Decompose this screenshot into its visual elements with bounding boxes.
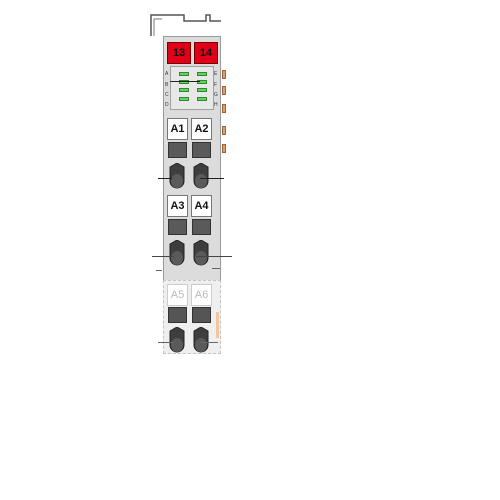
- led-indicator: [179, 80, 189, 84]
- spring-release-icon[interactable]: [190, 327, 212, 355]
- side-contact-tab: [216, 312, 219, 338]
- leader-line: [158, 178, 172, 179]
- wire-entry-slot[interactable]: [192, 219, 211, 235]
- terminal-label-a4: A4: [191, 195, 212, 217]
- led-letter-h: H: [214, 102, 218, 108]
- terminal-label-a5: A5: [167, 284, 188, 306]
- side-contact-tab: [222, 70, 226, 79]
- terminal-label-a2: A2: [191, 118, 212, 140]
- led-letter-c: C: [165, 92, 169, 98]
- led-indicator: [197, 97, 207, 101]
- tick-mark: [212, 268, 220, 269]
- led-indicator: [197, 72, 207, 76]
- led-indicator: [197, 88, 207, 92]
- terminal-label-a1: A1: [167, 118, 188, 140]
- led-indicator: [179, 88, 189, 92]
- led-letter-g: G: [214, 92, 218, 98]
- terminal-label-a6: A6: [191, 284, 212, 306]
- led-letter-e: E: [214, 71, 218, 77]
- leader-line: [152, 256, 174, 257]
- side-contact-tab: [222, 86, 226, 95]
- channel-cap-14: 14: [194, 42, 218, 64]
- spring-release-icon[interactable]: [190, 240, 212, 268]
- spring-release-icon[interactable]: [166, 163, 188, 191]
- wire-entry-slot[interactable]: [168, 142, 187, 158]
- wire-entry-slot[interactable]: [168, 307, 187, 323]
- led-indicator: [197, 80, 207, 84]
- spring-release-icon[interactable]: [190, 163, 212, 191]
- leader-line: [200, 342, 218, 343]
- side-contact-tab: [222, 104, 226, 113]
- led-letter-d: D: [165, 102, 169, 108]
- terminal-label-a3: A3: [167, 195, 188, 217]
- leader-line: [196, 256, 232, 257]
- spring-release-icon[interactable]: [166, 327, 188, 355]
- rail-clip: [150, 14, 221, 36]
- led-indicator: [179, 72, 189, 76]
- side-contact-tab: [222, 144, 226, 153]
- wire-entry-slot[interactable]: [192, 142, 211, 158]
- led-letter-f: F: [214, 82, 218, 88]
- tick-mark: [156, 270, 162, 271]
- leader-line: [170, 81, 200, 82]
- led-letter-b: B: [165, 82, 169, 88]
- led-letter-a: A: [165, 71, 169, 77]
- leader-line: [200, 178, 224, 179]
- wire-entry-slot[interactable]: [168, 219, 187, 235]
- wire-entry-slot[interactable]: [192, 307, 211, 323]
- led-indicator: [179, 97, 189, 101]
- led-status-panel: [170, 66, 214, 110]
- side-contact-tab: [222, 126, 226, 135]
- spring-release-icon[interactable]: [166, 240, 188, 268]
- channel-cap-13: 13: [167, 42, 191, 64]
- leader-line: [158, 342, 174, 343]
